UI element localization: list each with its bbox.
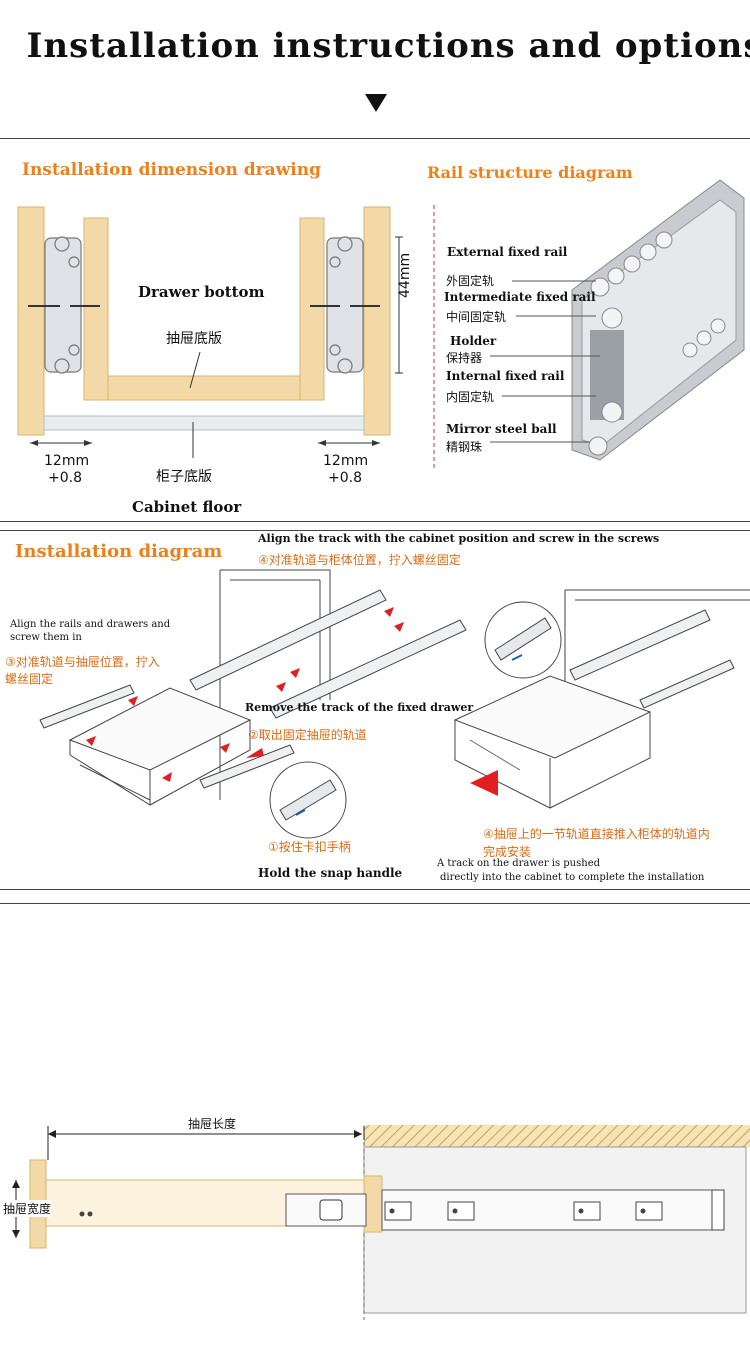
step-b-cn-2: 螺丝固定 — [5, 672, 54, 686]
divider — [0, 903, 750, 904]
rail-part-cn-1: 中间固定轨 — [446, 310, 507, 324]
step-b-cn-1: ③对准轨道与抽屉位置，拧入 — [5, 655, 160, 669]
rail-part-en-4: Mirror steel ball — [446, 422, 557, 436]
rail-part-en-3: Internal fixed rail — [446, 369, 565, 383]
step-b-en-1: Align the rails and drawers and — [10, 619, 171, 630]
drawer-bottom-board — [107, 375, 301, 401]
step-a-cn: ④对准轨道与柜体位置，拧入螺丝固定 — [258, 553, 461, 567]
right-drawer-side — [299, 217, 325, 401]
dimension-title: Installation dimension drawing — [22, 160, 321, 180]
rail-title: Rail structure diagram — [427, 163, 633, 182]
install-title: Installation diagram — [15, 541, 223, 562]
left-gap-b: +0.8 — [48, 470, 82, 486]
left-wall — [17, 206, 45, 436]
right-wall — [363, 206, 391, 436]
rail-part-en-1: Intermediate fixed rail — [444, 290, 596, 304]
drawer-width-label: 抽屉宽度 — [3, 1200, 52, 1217]
rail-part-cn-2: 保持器 — [446, 351, 483, 365]
divider — [0, 889, 750, 890]
drawer-length-label: 抽屉长度 — [188, 1117, 237, 1131]
rail-part-cn-4: 精钢珠 — [446, 440, 483, 454]
rail-part-cn-3: 内固定轨 — [446, 390, 495, 404]
step-c-en: Remove the track of the fixed drawer — [245, 701, 474, 714]
page-title: Installation instructions and options — [26, 26, 750, 66]
divider — [0, 138, 750, 139]
step-b-en-2: screw them in — [10, 632, 82, 643]
step-e-en-1: A track on the drawer is pushed — [437, 858, 601, 869]
down-arrow-icon — [365, 94, 387, 112]
left-drawer-side — [83, 217, 109, 401]
rail-part-en-0: External fixed rail — [447, 245, 568, 259]
cabinet-floor-label: Cabinet floor — [132, 498, 242, 516]
step-e-cn-2: 完成安装 — [483, 845, 532, 859]
left-gap-a: 12mm — [44, 453, 90, 469]
floor-cn-label: 柜子底版 — [156, 469, 212, 485]
divider — [0, 521, 750, 522]
step-e-cn-1: ④抽屉上的一节轨道直接推入柜体的轨道内 — [483, 827, 710, 841]
step-e-en-2: directly into the cabinet to complete th… — [440, 872, 705, 883]
rail-part-en-2: Holder — [450, 334, 497, 348]
step-a-en: Align the track with the cabinet positio… — [258, 532, 660, 545]
drawer-bottom-label: Drawer bottom — [138, 283, 265, 301]
step-d-en: Hold the snap handle — [258, 866, 403, 880]
step-c-cn: ②取出固定抽屉的轨道 — [248, 728, 367, 742]
right-gap-a: 12mm — [323, 453, 369, 469]
rail-part-cn-0: 外固定轨 — [446, 274, 495, 288]
divider — [0, 530, 750, 531]
right-gap-b: +0.8 — [328, 470, 362, 486]
cabinet-floor-board — [43, 415, 365, 431]
step-d-cn: ①按住卡扣手柄 — [268, 840, 351, 854]
drawer-bottom-cn-label: 抽屉底版 — [166, 331, 222, 347]
